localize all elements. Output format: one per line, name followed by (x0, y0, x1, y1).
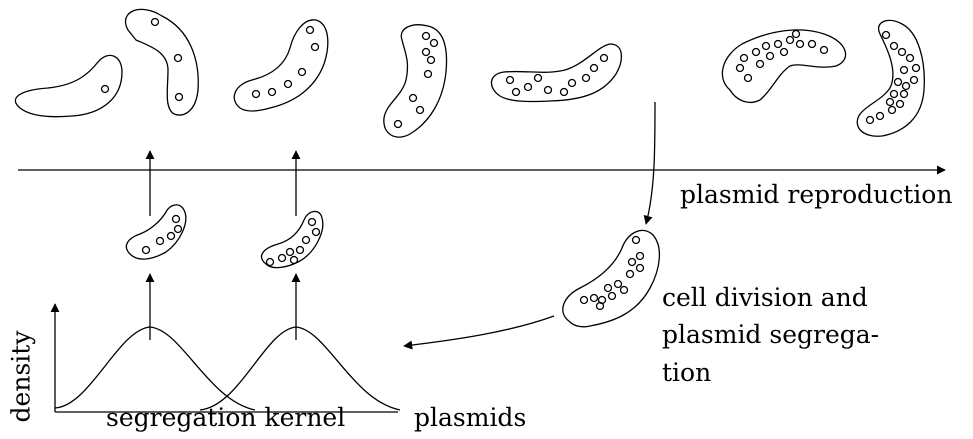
y-axis-label: density (9, 331, 34, 423)
x-axis-label: plasmids (414, 405, 526, 430)
division-label-line-3: tion (662, 360, 711, 385)
small-cell-2 (262, 211, 323, 267)
cell-1 (15, 55, 122, 116)
kernel-curve-2 (200, 327, 400, 410)
cell-4 (384, 25, 447, 137)
division-label-line-2: plasmid segrega- (662, 322, 879, 347)
cell-2 (126, 9, 199, 115)
time-axis-label: plasmid reproduction (680, 182, 952, 207)
cell-7 (857, 20, 924, 136)
dividing-cell (563, 230, 660, 326)
cell-6 (722, 30, 845, 102)
division-label-line-1: cell division and (662, 285, 868, 310)
arrow-to-kernel (404, 316, 554, 346)
small-cell-1 (126, 205, 185, 259)
cell-3 (234, 20, 328, 111)
cell-5 (491, 44, 621, 101)
kernel-label: segregation kernel (106, 405, 345, 430)
arrow-to-division (646, 102, 655, 224)
